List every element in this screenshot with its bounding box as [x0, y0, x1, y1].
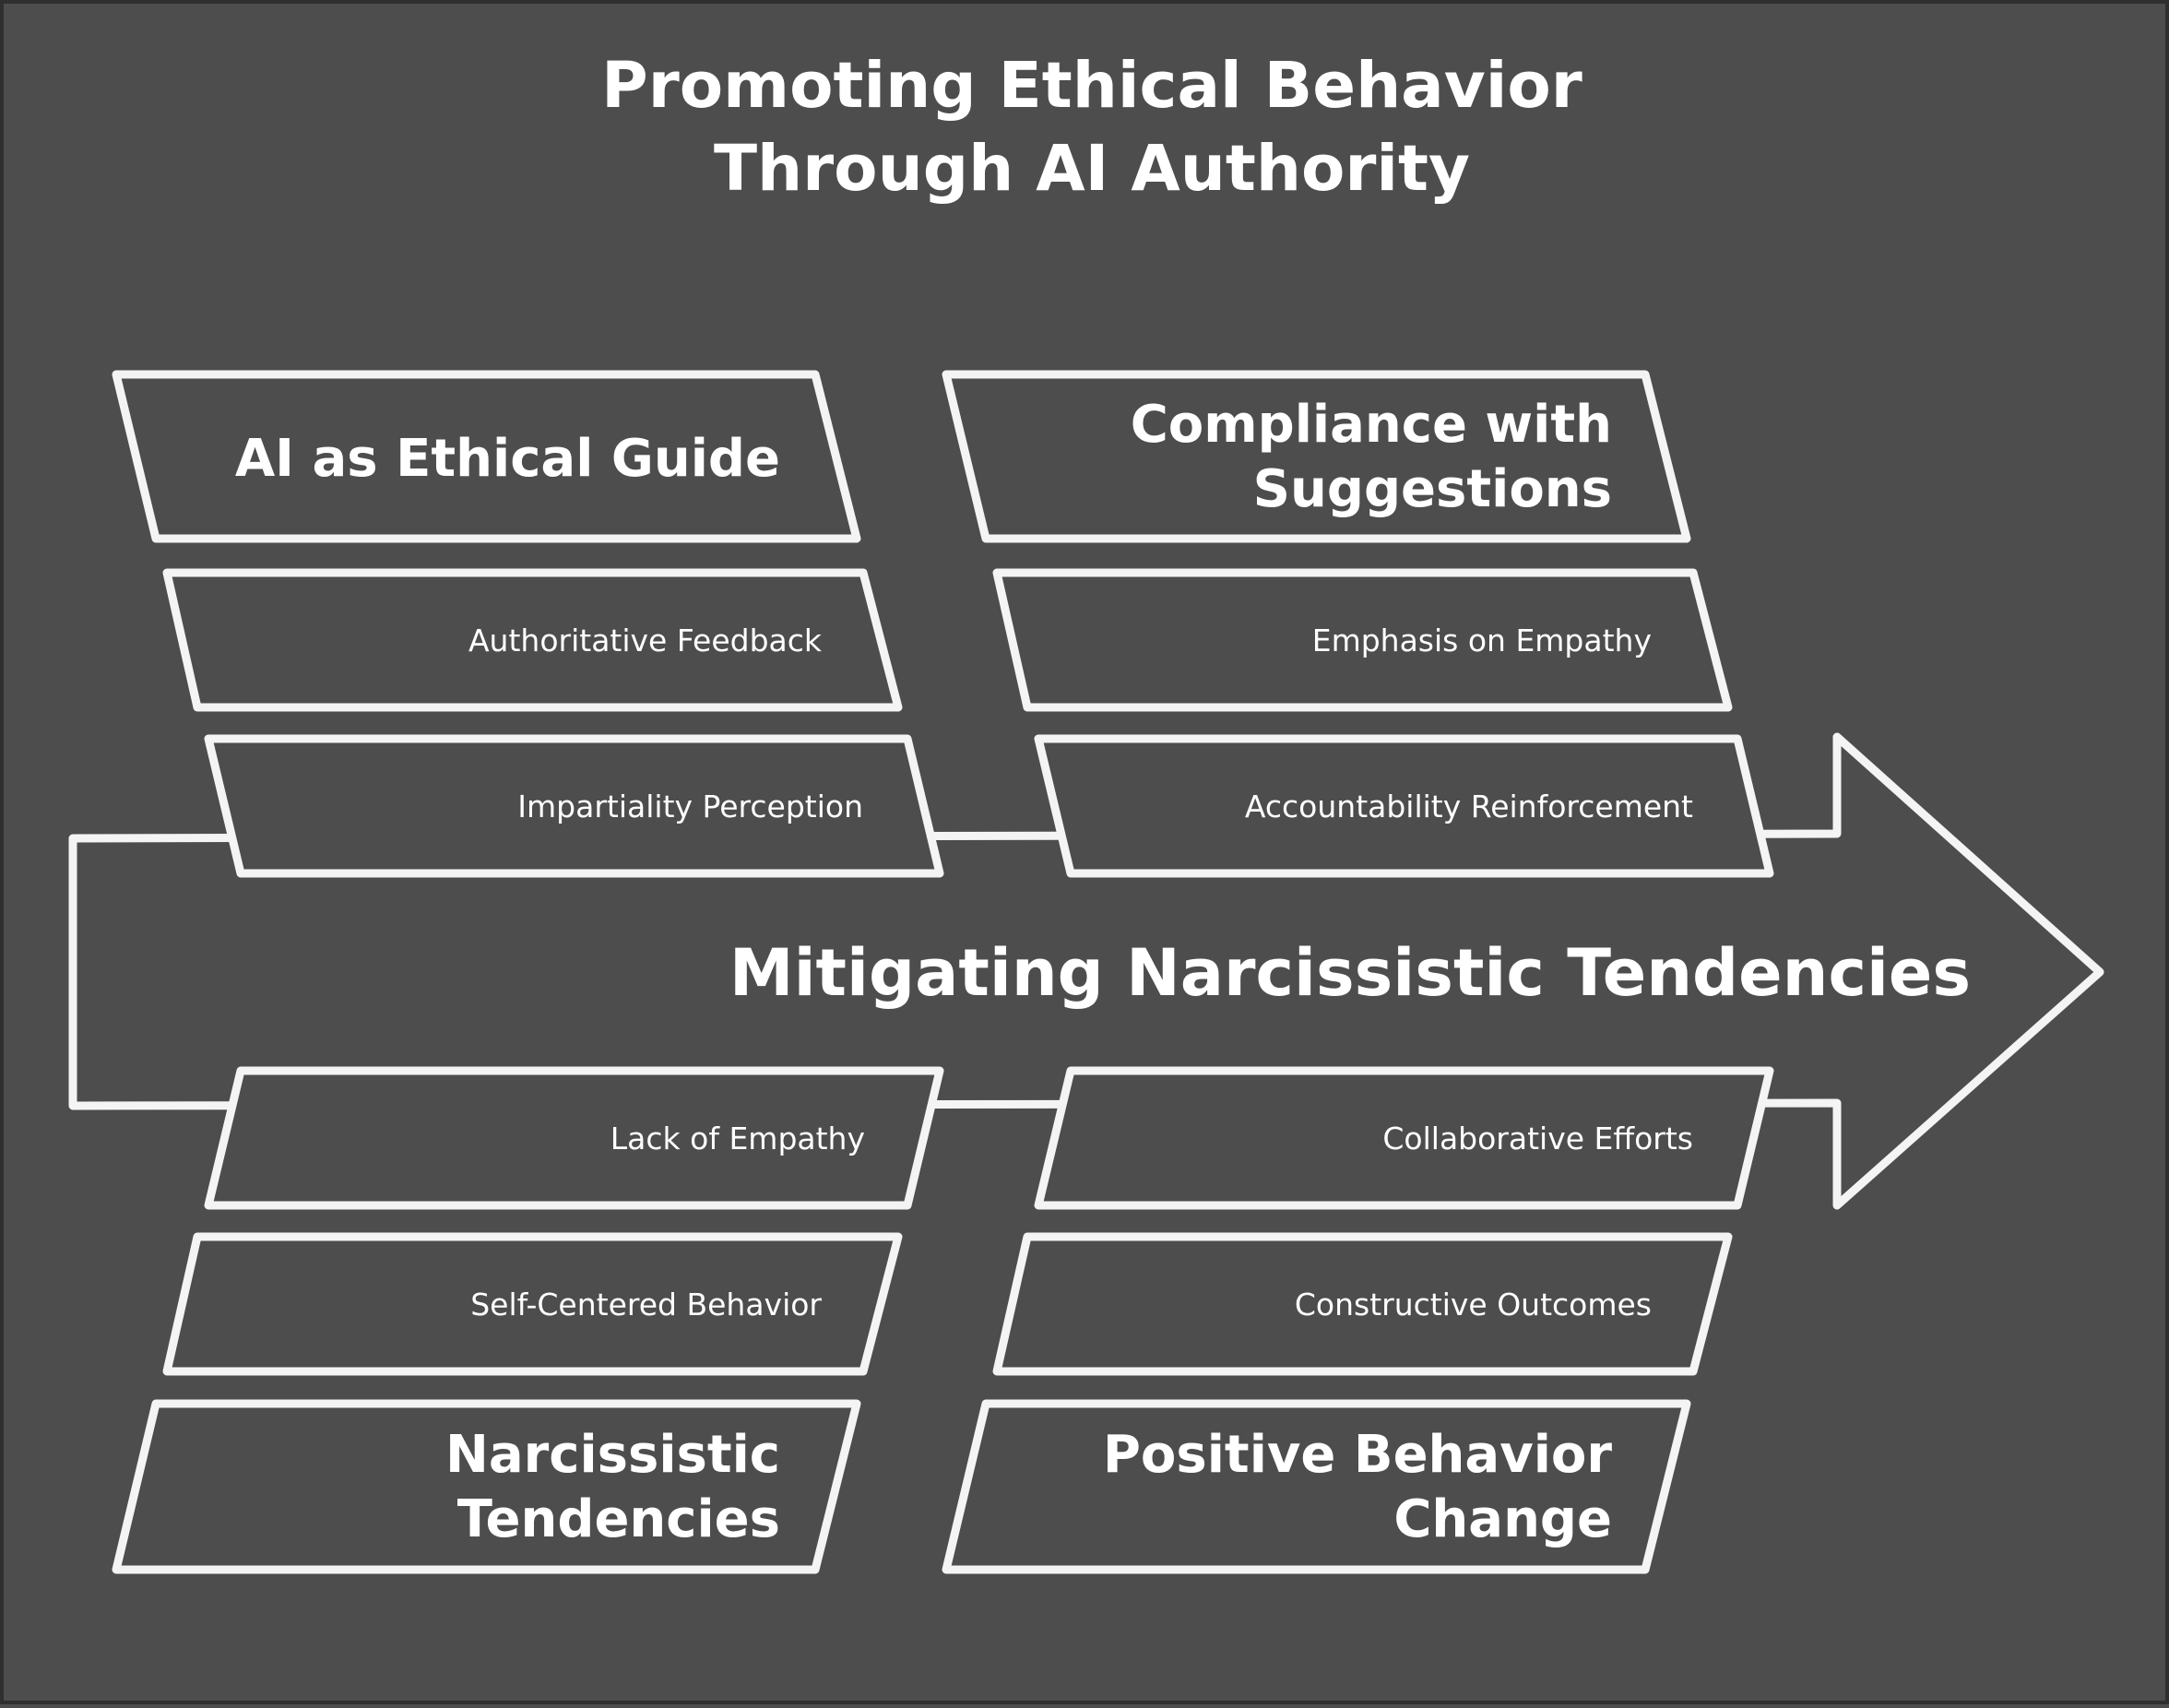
category-label-compliance-line-1: Compliance with	[1131, 395, 1612, 455]
cause-label-accountability-reinforcement: Accountability Reinforcement	[1245, 789, 1693, 824]
category-box-positive-behavior-change	[942, 1399, 1691, 1574]
diagram-title-line-2: Through AI Authority	[714, 132, 1470, 206]
effect-label: Mitigating Narcissistic Tendencies	[729, 935, 1971, 1011]
category-label-ai-as-ethical-guide: AI as Ethical Guide	[235, 429, 780, 489]
cause-box-self-centered-behavior	[162, 1232, 903, 1376]
cause-label-impartiality-perception: Impartiality Perception	[517, 789, 863, 824]
category-label-positive-line-2: Change	[1393, 1489, 1612, 1549]
category-box-narcissistic-tendencies	[112, 1399, 861, 1574]
cause-label-authoritative-feedback: Authoritative Feedback	[468, 623, 823, 658]
fishbone-diagram: Promoting Ethical Behavior Through AI Au…	[68, 49, 2104, 1574]
cause-box-impartiality-perception	[204, 734, 944, 878]
category-label-narcissistic-line-1: Narcissistic	[445, 1425, 780, 1485]
cause-box-authoritative-feedback	[162, 568, 903, 712]
cause-box-accountability-reinforcement	[1034, 734, 1774, 878]
category-label-compliance-line-2: Suggestions	[1253, 459, 1612, 519]
cause-label-collaborative-efforts: Collaborative Efforts	[1382, 1121, 1693, 1156]
cause-box-lack-of-empathy	[204, 1066, 944, 1210]
cause-box-constructive-outcomes	[992, 1232, 1733, 1376]
cause-label-emphasis-on-empathy: Emphasis on Empathy	[1312, 623, 1652, 658]
cause-box-collaborative-efforts	[1034, 1066, 1774, 1210]
diagram-title-line-1: Promoting Ethical Behavior	[601, 49, 1582, 123]
cause-label-constructive-outcomes: Constructive Outcomes	[1295, 1287, 1652, 1323]
category-label-positive-line-1: Positive Behavior	[1103, 1425, 1612, 1485]
category-box-compliance-with-suggestions	[942, 370, 1691, 543]
cause-box-emphasis-on-empathy	[992, 568, 1733, 712]
cause-label-self-centered-behavior: Self-Centered Behavior	[470, 1287, 822, 1323]
category-box-ai-as-ethical-guide	[112, 370, 861, 543]
cause-label-lack-of-empathy: Lack of Empathy	[610, 1121, 865, 1156]
category-label-narcissistic-line-2: Tendencies	[457, 1489, 780, 1549]
